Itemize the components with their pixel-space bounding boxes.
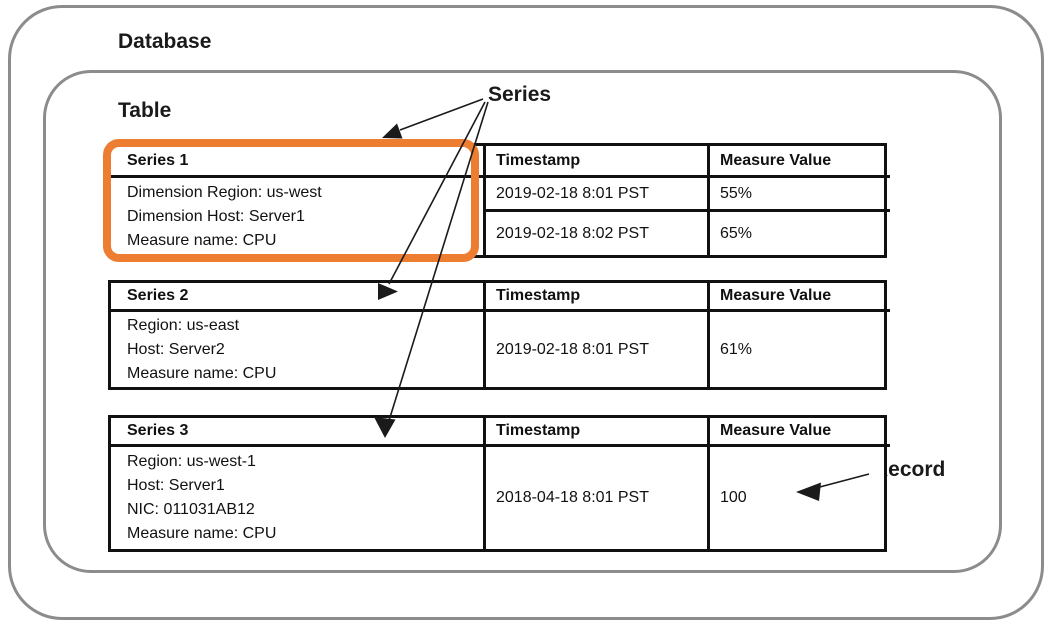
series-1-table: Series 1 Timestamp Measure Value Dimensi…: [108, 143, 890, 258]
series-3-measure-header: Measure Value: [710, 418, 890, 447]
database-label: Database: [118, 30, 212, 53]
dimension-line: Measure name: CPU: [127, 231, 277, 249]
database-container: [8, 5, 1044, 620]
dimension-line: Host: Server1: [127, 477, 225, 494]
timestamp-cell: 2019-02-18 8:01 PST: [486, 178, 710, 212]
series-1-highlight-box: [103, 139, 479, 262]
timestamp-cell: 2019-02-18 8:02 PST: [486, 212, 710, 255]
series-2-measure-header: Measure Value: [710, 283, 890, 312]
dimension-line: Measure name: CPU: [127, 525, 277, 542]
series-1-timestamp-header: Timestamp: [486, 146, 710, 178]
table-container: [43, 70, 1002, 573]
dimension-line: Dimension Host: Server1: [127, 207, 305, 225]
timestamp-cell: 2019-02-18 8:01 PST: [486, 312, 710, 387]
measure-value-cell: 65%: [720, 224, 753, 242]
series-1-dimensions-cell: Dimension Region: us-west Dimension Host…: [111, 178, 486, 255]
dimension-line: Region: us-east: [127, 316, 240, 334]
dimension-line: Dimension Region: us-west: [127, 183, 322, 201]
series-3-dimensions-cell: Region: us-west-1 Host: Server1 NIC: 011…: [111, 447, 486, 549]
series-3-name-cell: Series 3: [111, 418, 486, 447]
series-2-table: Series 2 Timestamp Measure Value Region:…: [108, 280, 890, 390]
series-2-dimensions-cell: Region: us-east Host: Server2 Measure na…: [111, 312, 486, 387]
measure-value-cell: 55%: [710, 178, 890, 212]
dimension-line: Measure name: CPU: [127, 364, 277, 382]
record-label: Record: [873, 458, 946, 481]
timestamp-cell: 2018-04-18 8:01 PST: [486, 447, 710, 549]
dimension-line: Host: Server2: [127, 340, 225, 358]
series-2-name-cell: Series 2: [111, 283, 486, 312]
measure-value-cell: 61%: [720, 340, 753, 358]
dimension-line: NIC: 011031AB12: [127, 501, 255, 518]
series-3-table: Series 3 Timestamp Measure Value Region:…: [108, 415, 890, 552]
series-label: Series: [488, 83, 552, 106]
table-label: Table: [118, 99, 172, 122]
measure-value-cell: 100: [720, 489, 747, 506]
series-3-timestamp-header: Timestamp: [486, 418, 710, 447]
series-1-measure-header: Measure Value: [710, 146, 890, 178]
series-2-timestamp-header: Timestamp: [486, 283, 710, 312]
dimension-line: Region: us-west-1: [127, 453, 256, 470]
